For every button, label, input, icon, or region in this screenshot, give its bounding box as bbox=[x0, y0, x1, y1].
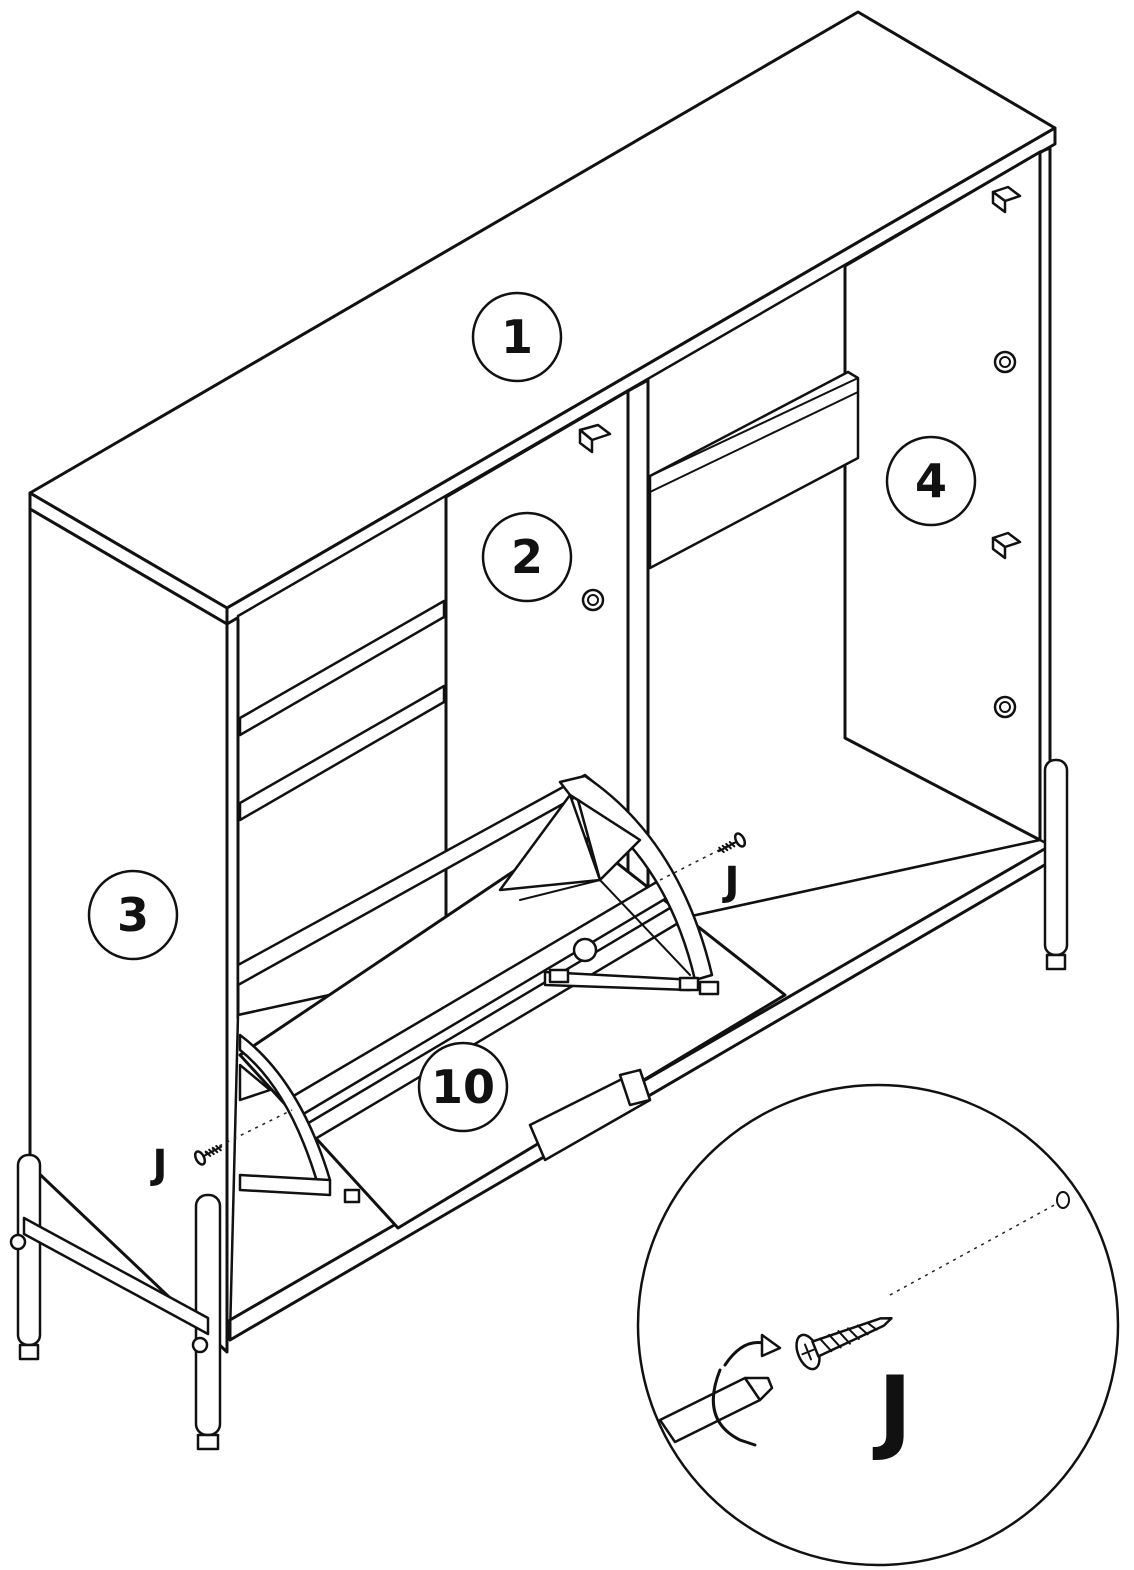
callout-label: 10 bbox=[431, 1060, 495, 1114]
callout-label: 3 bbox=[117, 888, 149, 942]
callout-part-1: 1 bbox=[471, 291, 563, 383]
screw-left bbox=[193, 1109, 293, 1166]
top-panel-right-edge bbox=[225, 126, 1057, 626]
hinge-pivot bbox=[572, 937, 598, 963]
pilot-hole bbox=[1056, 1191, 1070, 1209]
screw-label-right: J bbox=[722, 859, 740, 905]
screw-icon bbox=[717, 832, 747, 854]
detail-magnifier: J bbox=[636, 1083, 1120, 1567]
back-rail-right bbox=[648, 370, 860, 570]
cam-fitting bbox=[993, 695, 1017, 719]
back-rail-upper-left bbox=[238, 599, 446, 737]
tilt-drawer bbox=[236, 773, 787, 1230]
cam-fitting bbox=[993, 350, 1017, 374]
back-rail-lower-left bbox=[238, 684, 446, 822]
leg-front-right bbox=[194, 1193, 222, 1451]
callout-label: 2 bbox=[511, 530, 543, 584]
detail-screw-label: J bbox=[872, 1357, 912, 1464]
callout-part-2: 2 bbox=[481, 511, 573, 603]
screw-right bbox=[659, 832, 747, 881]
screw-icon bbox=[193, 1144, 223, 1166]
screw-label-left: J bbox=[150, 1142, 168, 1188]
callout-part-10: 10 bbox=[417, 1041, 509, 1133]
callout-part-3: 3 bbox=[87, 869, 179, 961]
screw-icon bbox=[795, 1317, 893, 1371]
leg-front-left bbox=[16, 1153, 42, 1361]
leg-back-right bbox=[1043, 758, 1069, 971]
cam-fitting bbox=[581, 588, 605, 612]
callout-part-4: 4 bbox=[885, 435, 977, 527]
callout-label: 4 bbox=[915, 454, 947, 508]
screwdriver-icon bbox=[658, 1376, 774, 1444]
leg-side-rail bbox=[22, 1216, 210, 1336]
rotate-arrow-icon bbox=[711, 1333, 782, 1447]
callout-label: 1 bbox=[501, 310, 533, 364]
